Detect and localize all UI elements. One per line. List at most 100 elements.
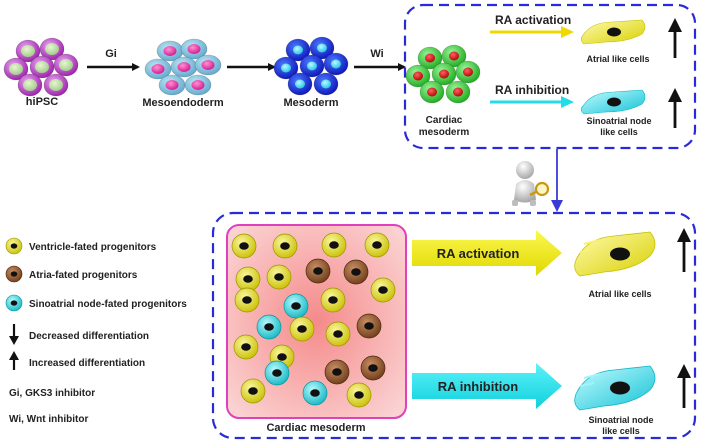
mesoderm-label: Mesoderm [283,97,338,109]
ventricle-progenitor [346,382,372,408]
wi-label: Wi [370,48,383,60]
top-increase-arrow-atrial [668,18,682,58]
bottom-ra-activation-arrow [412,230,562,276]
atria-progenitor [360,355,386,381]
bottom-atrial-label: Atrial like cells [588,289,651,299]
legend-atria-icon [5,265,23,283]
gi-label: Gi [105,48,117,60]
atria-progenitor [324,359,350,385]
cardiac-label-line1: Cardiac [426,115,463,126]
top-sinoatrial-cell [580,89,646,115]
legend: Ventricle-fated progenitors Atria-fated … [5,237,187,425]
cardiac-cell [417,46,443,70]
top-atrial-label: Atrial like cells [586,54,649,64]
ventricle-progenitor [231,233,257,259]
legend-atria-text: Atria-fated progenitors [29,270,138,281]
hipsc-cluster [3,37,79,97]
hipsc-cell [3,57,29,81]
legend-ventricle-text: Ventricle-fated progenitors [29,242,157,253]
bottom-ra-activation-label: RA activation [437,246,520,261]
bottom-sa-label-line2: like cells [602,426,640,436]
cardiac-cell [419,80,445,104]
hipsc-cell [53,53,79,77]
mesoendoderm-cell [158,74,186,96]
legend-sinoatrial-text: Sinoatrial node-fated progenitors [29,299,187,310]
sinoatrial-progenitor [302,380,328,406]
mesoendoderm-label: Mesoendoderm [142,97,224,109]
top-ra-inhibition-label: RA inhibition [495,83,569,97]
cardiac-cell [441,44,467,68]
atria-progenitor [343,259,369,285]
hipsc-label: hiPSC [26,96,58,108]
top-dashed-box [403,3,697,150]
bottom-sinoatrial-cell [574,365,656,411]
bottom-ra-inhibition-arrow [412,363,562,409]
cardiac-cell [445,80,471,104]
cardiac-cell [405,64,431,88]
mesoderm-cell [313,72,339,96]
sinoatrial-progenitor [256,314,282,340]
top-increase-arrow-sa [668,88,682,128]
legend-wi-text: Wi, Wnt inhibitor [9,414,88,425]
mesoderm-cell [287,72,313,96]
legend-sinoatrial-icon [5,294,23,312]
legend-ventricle-icon [5,237,23,255]
bottom-box-label: Cardiac mesoderm [266,422,365,434]
mesoderm-cell [309,36,335,60]
hipsc-cell [43,73,69,97]
ventricle-progenitor [325,321,351,347]
ventricle-progenitor [272,233,298,259]
ventricle-progenitor [320,287,346,313]
legend-gi-text: Gi, GKS3 inhibitor [9,388,95,399]
bottom-ra-inhibition-label: RA inhibition [438,379,518,394]
legend-decreased-text: Decreased differentiation [29,331,149,342]
ventricle-progenitor [321,232,347,258]
bottom-dashed-box [211,211,697,440]
mesoendoderm-cell [156,40,184,62]
mesoendoderm-cell [194,54,222,76]
cardiac-cell [455,60,481,84]
mesoendoderm-cluster [144,38,222,96]
bottom-sa-label-line1: Sinoatrial node [588,415,653,425]
bottom-atrial-cell [574,231,656,277]
cardiac-label-line2: mesoderm [419,127,470,138]
top-ra-activation-label: RA activation [495,13,571,27]
cardiac-cell [431,62,457,86]
hipsc-cell [29,55,55,79]
ventricle-progenitor [240,378,266,404]
bottom-increase-arrow-atrial [677,228,691,272]
mesoendoderm-cell [180,38,208,60]
top-ra-inhibition-arrow [490,96,574,108]
ventricle-progenitor [364,232,390,258]
mesoderm-cluster [273,36,349,96]
hipsc-cell [17,73,43,97]
hipsc-cell [15,39,41,63]
hipsc-cell [39,37,65,61]
mesoendoderm-cell [170,56,198,78]
ventricle-progenitor [266,264,292,290]
zoom-connector-arrow [551,149,563,212]
legend-increased-text: Increased differentiation [29,358,145,369]
up-arrow-icon [9,351,19,370]
ventricle-progenitor [370,277,396,303]
progenitor-cells [231,232,396,408]
atria-progenitor [305,258,331,284]
mesoderm-cell [299,54,325,78]
top-ra-activation-arrow [490,26,574,38]
sinoatrial-progenitor [264,360,290,386]
ventricle-progenitor [235,266,261,292]
down-arrow-icon [9,324,19,345]
mesoendoderm-cell [184,74,212,96]
sinoatrial-progenitor [283,293,309,319]
mesoderm-cell [273,56,299,80]
cardiac-mesoderm-cluster [405,44,481,104]
top-atrial-cell [580,19,646,45]
top-sa-label-line1: Sinoatrial node [586,116,651,126]
bottom-increase-arrow-sa [677,364,691,408]
top-sa-label-line2: like cells [600,127,638,137]
ventricle-progenitor [289,316,315,342]
mesoderm-cell [285,38,311,62]
magnifier-person-icon [512,161,550,206]
ventricle-progenitor [234,287,260,313]
atria-progenitor [356,313,382,339]
